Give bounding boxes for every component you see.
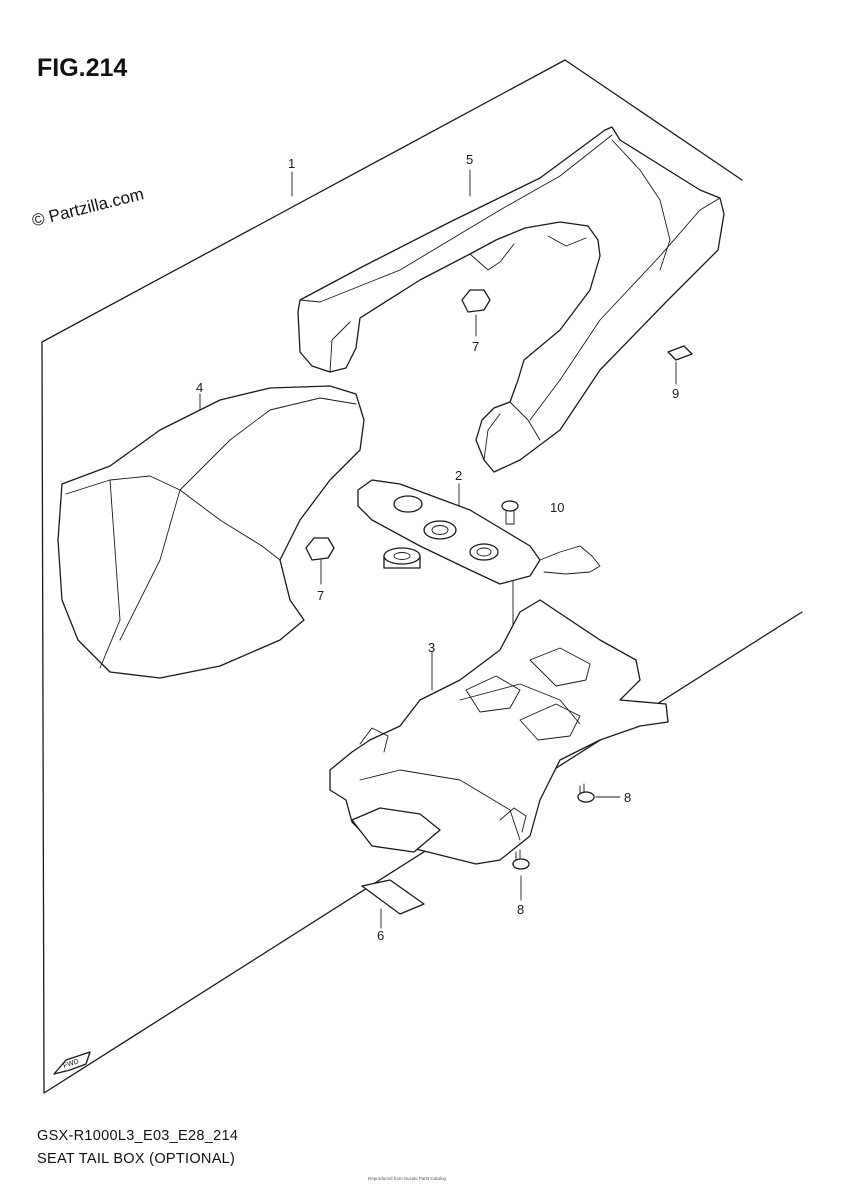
- callout-8-lower: 8: [517, 902, 524, 917]
- callout-8-right: 8: [624, 790, 631, 805]
- part-9-pad: [667, 345, 693, 361]
- callout-9: 9: [672, 386, 679, 401]
- part-8-bolt-lower: [512, 849, 530, 870]
- callout-1: 1: [288, 156, 295, 171]
- section-title: SEAT TAIL BOX (OPTIONAL): [37, 1151, 236, 1167]
- fine-print: Reproduced from Suzuki Parts Catalog: [368, 1176, 447, 1181]
- part-4-seat-cover: [57, 385, 365, 679]
- model-code: GSX-R1000L3_E03_E28_214: [37, 1128, 239, 1144]
- callout-7-lower: 7: [317, 588, 324, 603]
- bushing: [383, 547, 421, 569]
- fwd-arrow-icon: FWD: [53, 1051, 91, 1075]
- callout-5: 5: [466, 152, 473, 167]
- part-5-tail-cowl: [297, 126, 725, 473]
- callout-3: 3: [428, 640, 435, 655]
- callout-7-upper: 7: [472, 339, 479, 354]
- part-10-screw: [501, 500, 519, 525]
- callout-6: 6: [377, 928, 384, 943]
- callout-4: 4: [196, 380, 203, 395]
- callout-2: 2: [455, 468, 462, 483]
- part-7-clip-upper: [461, 289, 491, 313]
- figure-label: FIG.214: [37, 54, 128, 82]
- part-2-bracket: [357, 479, 601, 585]
- part-7-clip-lower: [305, 537, 335, 561]
- fwd-arrow-label: FWD: [62, 1058, 79, 1070]
- part-6-pad: [361, 879, 425, 915]
- callout-10: 10: [550, 500, 564, 515]
- part-8-bolt-right: [577, 783, 595, 803]
- part-3-base-tray: [329, 599, 669, 865]
